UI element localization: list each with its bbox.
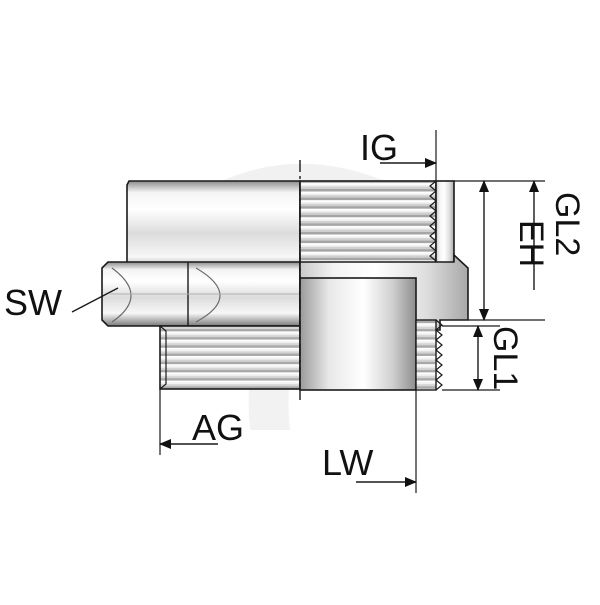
sw-leader	[71, 287, 119, 313]
sw-label: SW	[4, 282, 62, 323]
external-thread-ag	[159, 325, 301, 390]
bore-lw	[299, 277, 443, 391]
gl2-label: GL2	[548, 192, 586, 256]
hex-nut	[101, 261, 301, 327]
dimension-arrows	[71, 158, 539, 487]
ag-label: AG	[192, 407, 244, 448]
ig-label: IG	[360, 127, 398, 168]
gl1-label: GL1	[486, 326, 524, 390]
extension-lines	[159, 130, 545, 493]
eh-label: EH	[512, 220, 550, 267]
lw-label: LW	[322, 442, 373, 483]
